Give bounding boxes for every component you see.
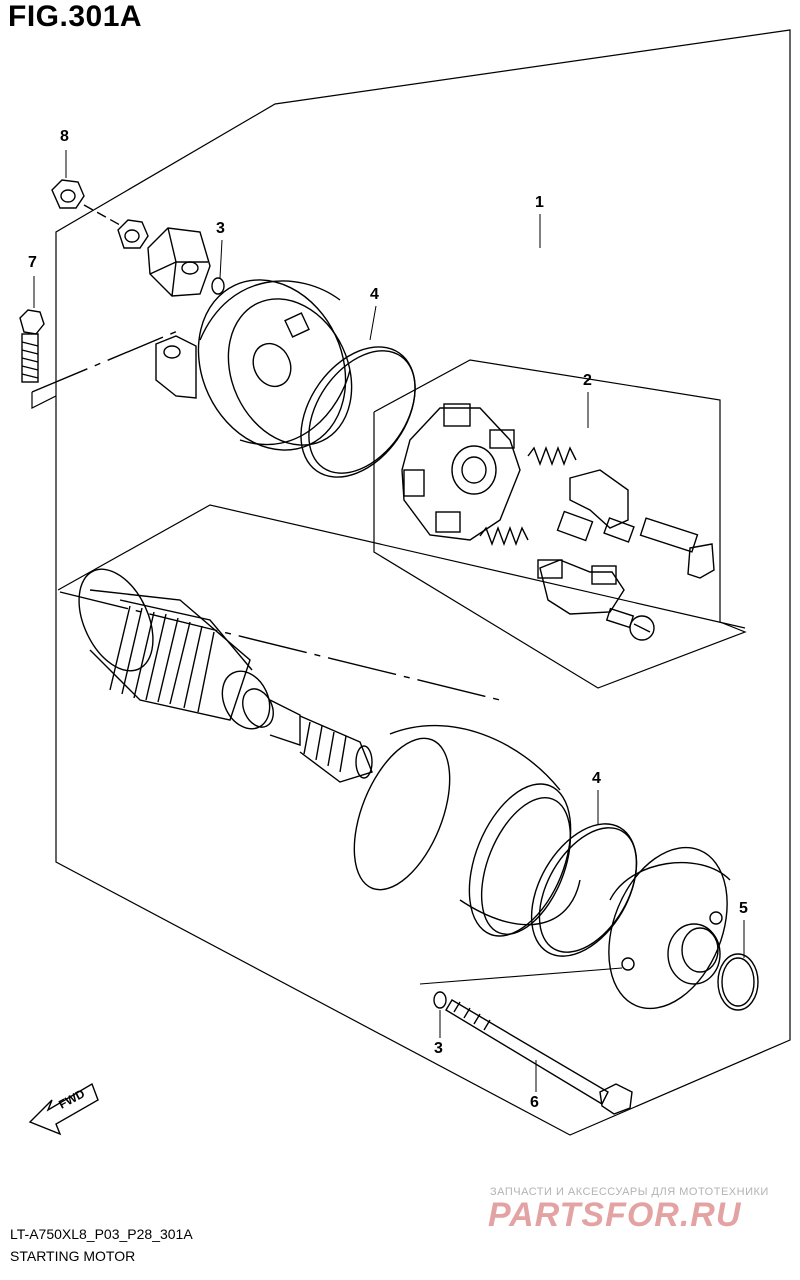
brush-holder-box — [374, 400, 745, 686]
brush-clip-upper — [556, 469, 635, 543]
rear-housing — [155, 279, 353, 451]
callout-leaders — [33, 150, 745, 1092]
front-bracket — [608, 846, 731, 1010]
figure-title: FIG.301A — [8, 0, 143, 33]
callout-8: 8 — [60, 128, 69, 145]
brush-clip-lower — [537, 559, 625, 615]
armature-outline — [57, 504, 746, 629]
model-code-label: LT-A750XL8_P03_P28_301A — [10, 1226, 193, 1242]
o-ring-part-3-bottom — [433, 991, 447, 1009]
callout-4-bottom: 4 — [592, 770, 601, 787]
o-ring-part-5 — [717, 953, 759, 1011]
callout-4-top: 4 — [370, 286, 379, 303]
through-bolt-part-6 — [445, 999, 633, 1115]
callout-1: 1 — [535, 194, 544, 211]
assembly-outline-break — [31, 329, 181, 393]
washer-part — [117, 219, 149, 249]
terminal-cap — [147, 227, 211, 297]
assembly-outline — [31, 29, 791, 1136]
figure-caption: STARTING MOTOR — [10, 1248, 136, 1264]
nut-part-8 — [51, 179, 121, 226]
small-screw — [605, 607, 655, 641]
brush-holder-plate — [401, 403, 521, 541]
spring-lower — [479, 526, 529, 546]
armature-dash — [59, 591, 501, 701]
callout-3-top: 3 — [216, 220, 225, 237]
callout-2: 2 — [583, 372, 592, 389]
terminal-bolt — [639, 517, 715, 579]
callout-6: 6 — [530, 1094, 539, 1111]
fwd-arrow-icon — [28, 1082, 99, 1136]
o-ring-part-4-bottom — [530, 823, 638, 957]
watermark-tagline: ЗАПЧАСТИ И АКСЕССУАРЫ ДЛЯ МОТОТЕХНИКИ — [490, 1186, 769, 1198]
o-ring-part-4-top — [300, 346, 416, 478]
bolt-part-7 — [19, 309, 45, 383]
watermark-logo: PARTSFOR.RU — [488, 1196, 742, 1234]
armature — [78, 568, 373, 783]
yoke-case — [353, 724, 581, 937]
o-ring-part-3-top — [211, 277, 225, 295]
callout-5: 5 — [739, 900, 748, 917]
through-bolt-leader — [419, 967, 623, 985]
callout-7: 7 — [28, 254, 37, 271]
callout-3-bottom: 3 — [434, 1040, 443, 1057]
spring-upper — [527, 446, 577, 466]
brush-holder-outline — [373, 359, 747, 689]
